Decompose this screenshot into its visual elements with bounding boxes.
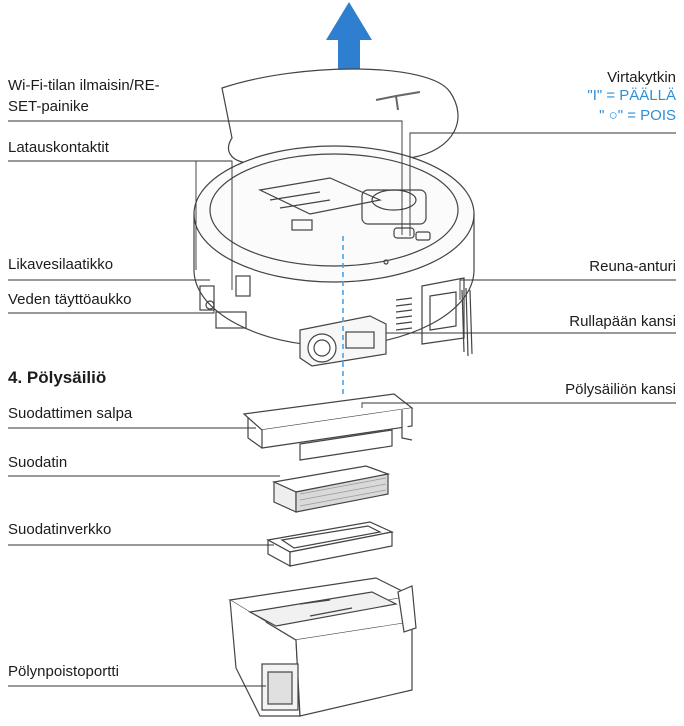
filter-mesh-label: Suodatinverkko — [8, 521, 112, 538]
power-off-label: " ○" = POIS — [599, 107, 676, 124]
roller-cover-label: Rullapään kansi — [569, 313, 676, 330]
dirty-water-tray-label: Likavesilaatikko — [8, 256, 114, 273]
wifi-indicator-label-line2: SET-painike — [8, 98, 89, 115]
robot-body — [193, 145, 475, 367]
filter-block — [271, 465, 391, 513]
dustbin-cover-label: Pölysäiliön kansi — [565, 381, 676, 398]
filter-latch-label: Suodattimen salpa — [8, 405, 133, 422]
water-fill-port-label: Veden täyttöaukko — [8, 291, 132, 308]
dust-port-label: Pölynpoistoportti — [8, 663, 119, 680]
section-title: 4. Pölysäiliö — [8, 368, 107, 387]
lift-arrow-icon — [326, 2, 372, 72]
filter-label: Suodatin — [8, 454, 68, 471]
power-on-label: "I" = PÄÄLLÄ — [587, 87, 676, 104]
leader-lines — [8, 120, 676, 687]
edge-sensor-label: Reuna-anturi — [589, 258, 676, 275]
power-switch-label: Virtakytkin — [607, 69, 676, 86]
dustbin-box — [228, 577, 417, 717]
filter-mesh-frame — [266, 521, 394, 568]
dustbin-lid — [242, 393, 414, 461]
wifi-indicator-label-line1: Wi-Fi-tilan ilmaisin/RE- — [8, 77, 160, 94]
charging-contacts-label: Latauskontaktit — [8, 139, 109, 156]
